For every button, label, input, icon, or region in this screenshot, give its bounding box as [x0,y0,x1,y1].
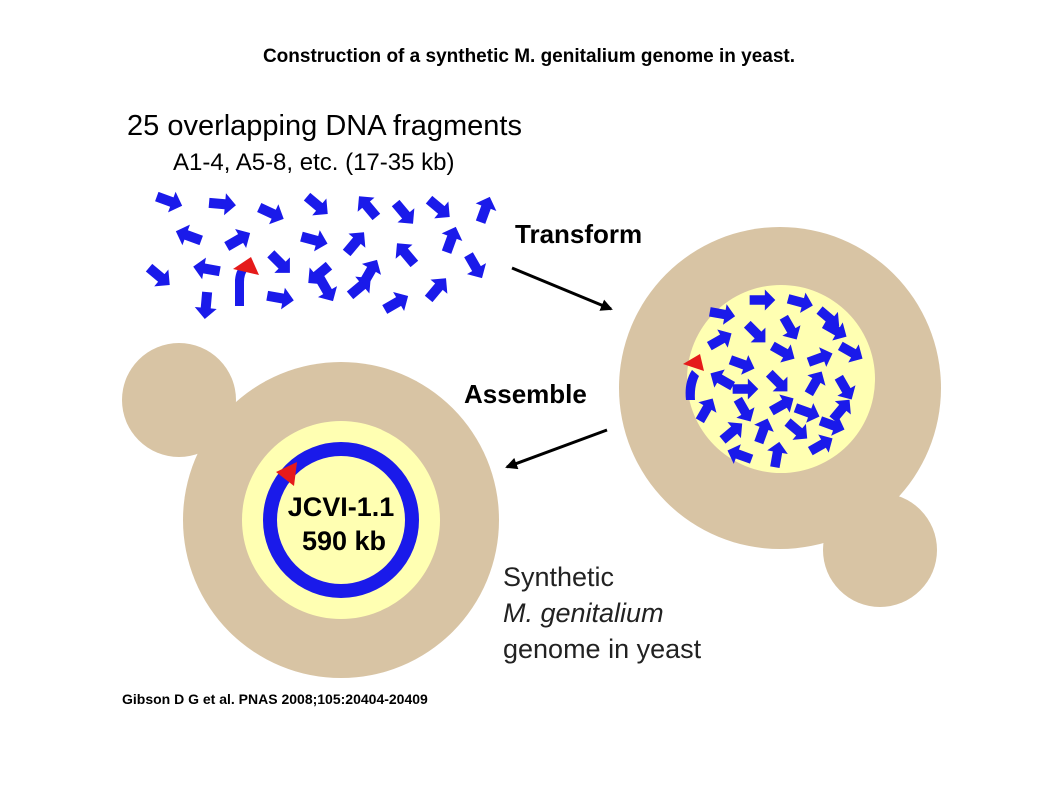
dna-fragment-icon [695,398,717,424]
dna-fragment-icon [829,399,851,423]
assemble-arrow [505,428,608,470]
yeast-cell-transformed [619,227,941,607]
dna-fragment-icon [719,422,743,444]
dna-fragment-icon [743,320,766,343]
dna-fragment-icon [834,374,856,400]
dna-fragment-icon [769,341,795,363]
dna-fragment-icon [475,196,497,224]
dna-fragment-icon [257,202,284,225]
marked-fragment-icon [233,257,259,306]
assemble-label: Assemble [464,379,587,409]
dna-fragment-icon [728,355,755,375]
dna-fragment-icon [732,378,759,400]
result-caption-line3: genome in yeast [503,634,702,664]
dna-fragment-icon [266,287,294,310]
marked-fragment-in-nucleus-icon [683,354,704,400]
citation: Gibson D G et al. PNAS 2008;105:20404-20… [122,691,428,707]
dna-fragment-icon [779,314,801,340]
dna-fragment-icon [175,224,203,246]
dna-fragment-icon [357,196,381,221]
dna-fragment-icon [733,396,755,422]
dna-fragment-icon [767,441,788,468]
dna-fragment-icon [786,292,813,313]
genome-size: 590 kb [302,526,386,556]
dna-fragment-icon [425,195,450,219]
fragments-in-nucleus [683,289,863,468]
dna-fragment-icon [194,291,217,319]
transform-label: Transform [515,219,642,249]
dna-fragment-icon [424,278,448,303]
loose-dna-fragments [145,191,497,319]
dna-fragment-icon [784,418,808,440]
dna-fragment-icon [382,291,409,314]
dna-fragment-icon [303,192,328,216]
dna-fragment-icon [816,306,840,328]
dna-fragment-icon [821,319,847,341]
dna-fragment-icon [818,416,845,436]
dna-fragment-icon [315,275,338,302]
result-caption-line2: M. genitalium [503,598,664,628]
dna-fragment-icon [308,261,333,285]
fragments-subheading: A1-4, A5-8, etc. (17-35 kb) [173,149,454,176]
dna-fragment-icon [224,228,251,251]
dna-fragment-icon [464,252,487,279]
yeast-bud-left [122,343,236,457]
dna-fragment-icon [441,226,463,254]
dna-fragment-icon [706,329,732,351]
dna-fragment-icon [754,418,774,445]
dna-fragment-icon [709,304,736,325]
dna-fragment-icon [768,394,794,416]
dna-fragment-icon [837,341,863,363]
transform-arrow [511,266,613,311]
dna-fragment-icon [806,347,833,367]
dna-fragment-icon [300,230,328,252]
fragments-heading: 25 overlapping DNA fragments [127,110,522,142]
dna-fragment-icon [395,243,419,268]
yeast-cell-assembled: JCVI-1.1 590 kb [122,343,499,678]
circular-genome-ring [263,442,419,598]
dna-fragment-icon [267,250,290,273]
dna-fragment-icon [793,403,820,423]
dna-fragment-icon [710,369,736,391]
dna-fragment-icon [807,434,833,456]
dna-fragment-icon [208,193,236,216]
dna-fragment-icon [765,369,788,392]
dna-fragment-icon [727,444,754,464]
genome-start-marker-icon [276,462,297,486]
dna-fragment-icon [804,371,826,397]
dna-fragment-icon [359,259,382,286]
result-caption-line1: Synthetic [503,562,614,592]
dna-fragment-icon [749,289,776,311]
dna-fragment-icon [155,191,183,213]
figure-title: Construction of a synthetic M. genitaliu… [263,46,795,67]
dna-fragment-icon [342,232,366,257]
dna-fragment-icon [145,263,170,287]
genome-name: JCVI-1.1 [288,492,395,522]
dna-fragment-icon [193,257,221,280]
dna-fragment-icon [391,199,415,224]
